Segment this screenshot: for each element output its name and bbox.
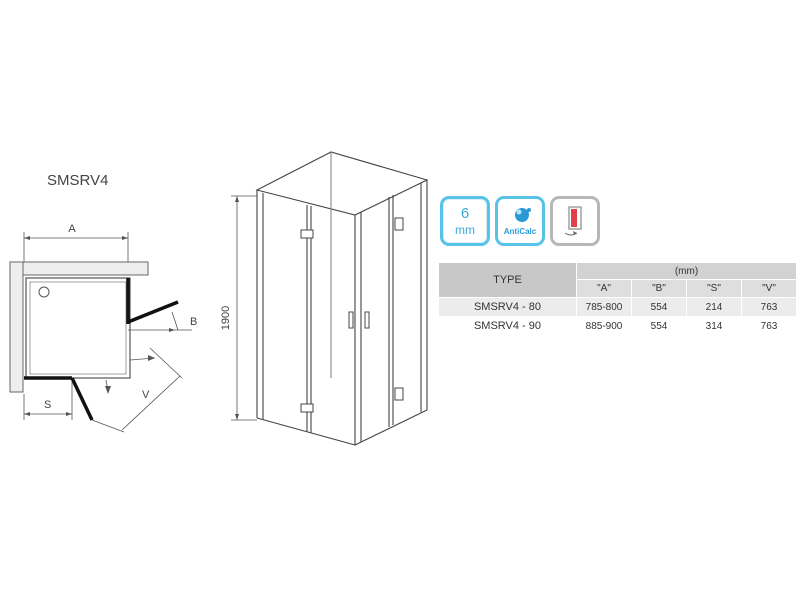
label-a: A (68, 223, 76, 235)
glass-thickness-badge: 6 mm (440, 196, 490, 246)
door-reversible-badge (550, 196, 600, 246)
label-b: B (190, 316, 197, 328)
unit-header: (mm) (575, 262, 798, 280)
anticalc-label: AntiCalc (503, 227, 537, 236)
shower-tray-inner (29, 281, 127, 375)
col-header-b: "B" (631, 279, 687, 298)
cell-b: 554 (631, 316, 687, 336)
dim-line-v (121, 375, 181, 431)
side-door-open (127, 300, 179, 324)
row-type: SMSRV4 - 90 (438, 316, 577, 336)
handle-side (364, 311, 370, 329)
thickness-value: 6 (460, 205, 470, 222)
thickness-unit: mm (455, 223, 475, 237)
col-header-v: "V" (740, 279, 798, 298)
hinge-top-left (300, 229, 314, 239)
cell-s: 314 (686, 316, 742, 336)
handle-front (348, 311, 354, 329)
left-wall (9, 261, 24, 393)
hinge-bottom-left (300, 403, 314, 413)
type-header: TYPE (438, 262, 577, 298)
cell-a: 785-800 (576, 297, 632, 317)
table-row: SMSRV4 - 90 885-900 554 314 763 (438, 316, 798, 336)
front-door-open (70, 377, 94, 421)
cell-b: 554 (631, 297, 687, 317)
plan-view-diagram: A B S V (9, 223, 197, 433)
top-frame (255, 151, 429, 216)
drain-icon (38, 286, 50, 298)
anticalc-badge: AntiCalc (495, 196, 545, 246)
enclosure-perspective-diagram: 1900 (220, 151, 429, 446)
water-drop-icon (515, 208, 531, 222)
table-row: SMSRV4 - 80 785-800 554 214 763 (438, 297, 798, 317)
label-v: V (142, 389, 150, 401)
col-header-a: "A" (576, 279, 632, 298)
hinge-bottom-right (394, 387, 404, 401)
shower-tray (25, 277, 131, 379)
row-type: SMSRV4 - 80 (438, 297, 577, 317)
label-s: S (44, 399, 51, 411)
hinge-top-right (394, 217, 404, 231)
door-reversible-icon (564, 206, 582, 236)
height-label: 1900 (220, 306, 232, 330)
spec-table: TYPE (mm) "A" "B" "S" "V" SMSRV4 - 80 78… (438, 262, 798, 336)
back-wall (9, 261, 149, 276)
cell-s: 214 (686, 297, 742, 317)
model-title: SMSRV4 (47, 172, 109, 189)
cell-v: 763 (740, 297, 798, 317)
cell-a: 885-900 (576, 316, 632, 336)
cell-v: 763 (740, 316, 798, 336)
col-header-s: "S" (686, 279, 742, 298)
